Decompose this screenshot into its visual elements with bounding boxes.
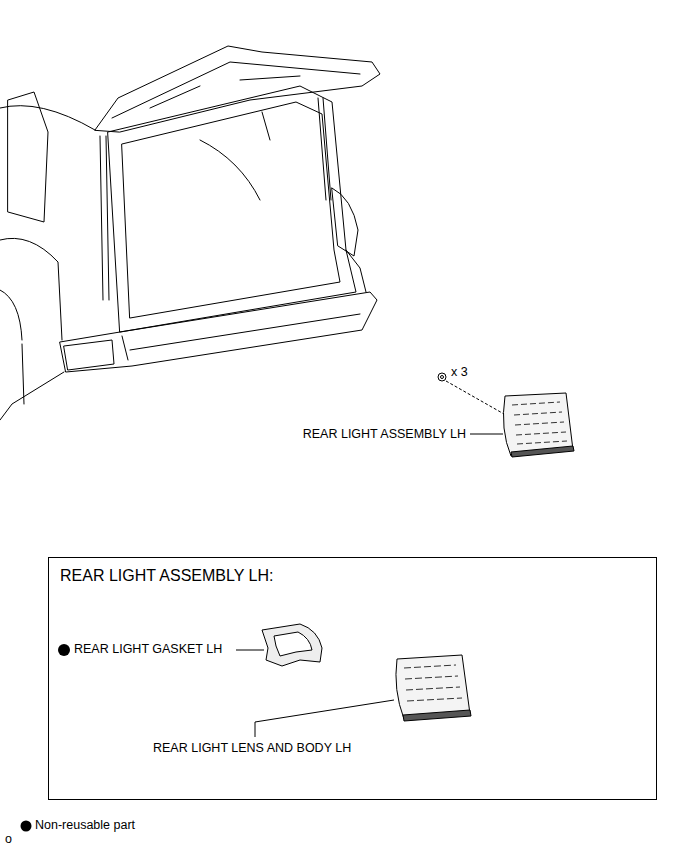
box-title: REAR LIGHT ASSEMBLY LH: xyxy=(60,566,645,585)
lens-drawing xyxy=(396,655,471,721)
clip-symbol xyxy=(438,373,446,381)
part-name: REAR LIGHT LENS AND BODY LH xyxy=(153,741,351,756)
stray-mark: o xyxy=(5,832,12,847)
dashed-leader xyxy=(446,381,504,414)
non-reusable-mark xyxy=(58,644,70,656)
vehicle-drawing xyxy=(0,46,380,420)
clip-symbol xyxy=(441,376,444,379)
rear-light-icon xyxy=(503,393,574,457)
legend-text: Non-reusable part xyxy=(35,818,135,833)
leader-line xyxy=(255,700,394,737)
gasket-drawing xyxy=(262,624,322,666)
legend-symbol xyxy=(21,821,32,832)
parts-box: REAR LIGHT ASSEMBLY LH: xyxy=(48,557,657,800)
part-name: REAR LIGHT GASKET LH xyxy=(74,642,222,657)
part-name: REAR LIGHT ASSEMBLY LH xyxy=(303,427,466,442)
leader-line xyxy=(236,650,264,651)
fastener-count: x 3 xyxy=(451,365,468,380)
leader-line xyxy=(470,434,503,435)
